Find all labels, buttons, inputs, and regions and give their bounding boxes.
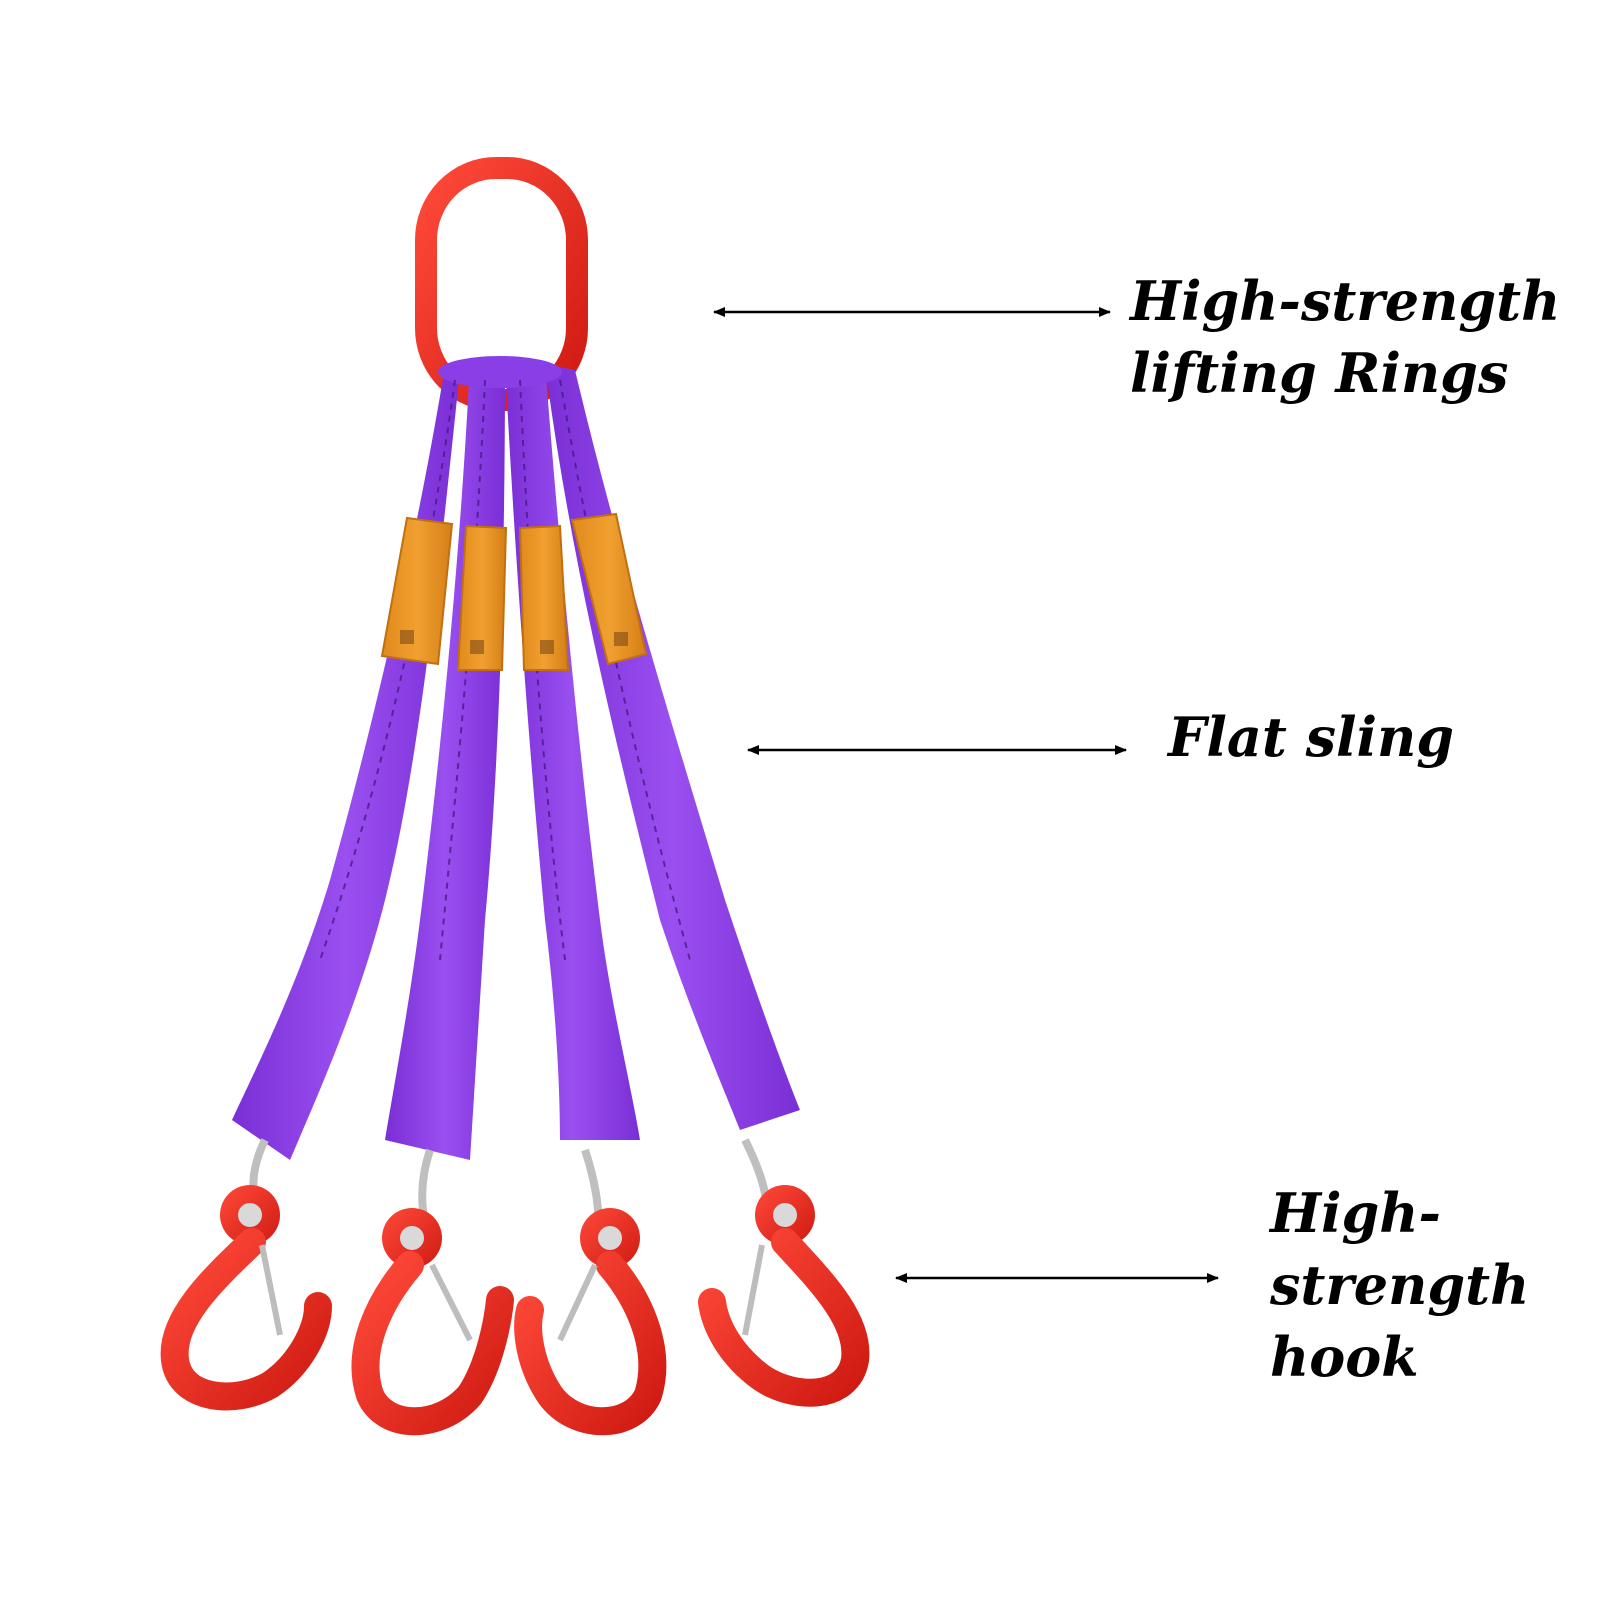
rating-tag-2: [456, 524, 508, 671]
ring-label-line-2: lifting Rings: [1130, 341, 1508, 405]
hook-label-line-3: hook: [1270, 1325, 1419, 1389]
hook-2: [351, 1251, 514, 1436]
hooks: [160, 1228, 870, 1436]
steel-connectors: [249, 1138, 771, 1232]
hook-label-line-1: High-: [1268, 1181, 1441, 1245]
hook-3: [514, 1251, 667, 1436]
hook-callout-label: High- strength hook: [1268, 1181, 1548, 1389]
hook-1: [160, 1228, 332, 1411]
ring-label-line-1: High-strength: [1128, 269, 1560, 333]
hook-label-line-2: strength: [1269, 1253, 1529, 1317]
rating-tag-1: [380, 516, 454, 666]
hook-4: [698, 1228, 870, 1407]
sling-label-line-1: Flat sling: [1166, 705, 1454, 769]
sling-rating-tags: [380, 512, 648, 671]
ring-callout-label: High-strength lifting Rings: [1128, 269, 1579, 405]
sling-leg-1: [232, 366, 460, 1160]
sling-callout-label: Flat sling: [1166, 705, 1454, 769]
rating-tag-4: [570, 512, 648, 666]
callout-arrows: [713, 307, 1219, 1283]
swivel-eyes: [220, 1185, 815, 1268]
rating-tag-3: [518, 524, 570, 671]
flat-sling-legs: [232, 356, 800, 1160]
